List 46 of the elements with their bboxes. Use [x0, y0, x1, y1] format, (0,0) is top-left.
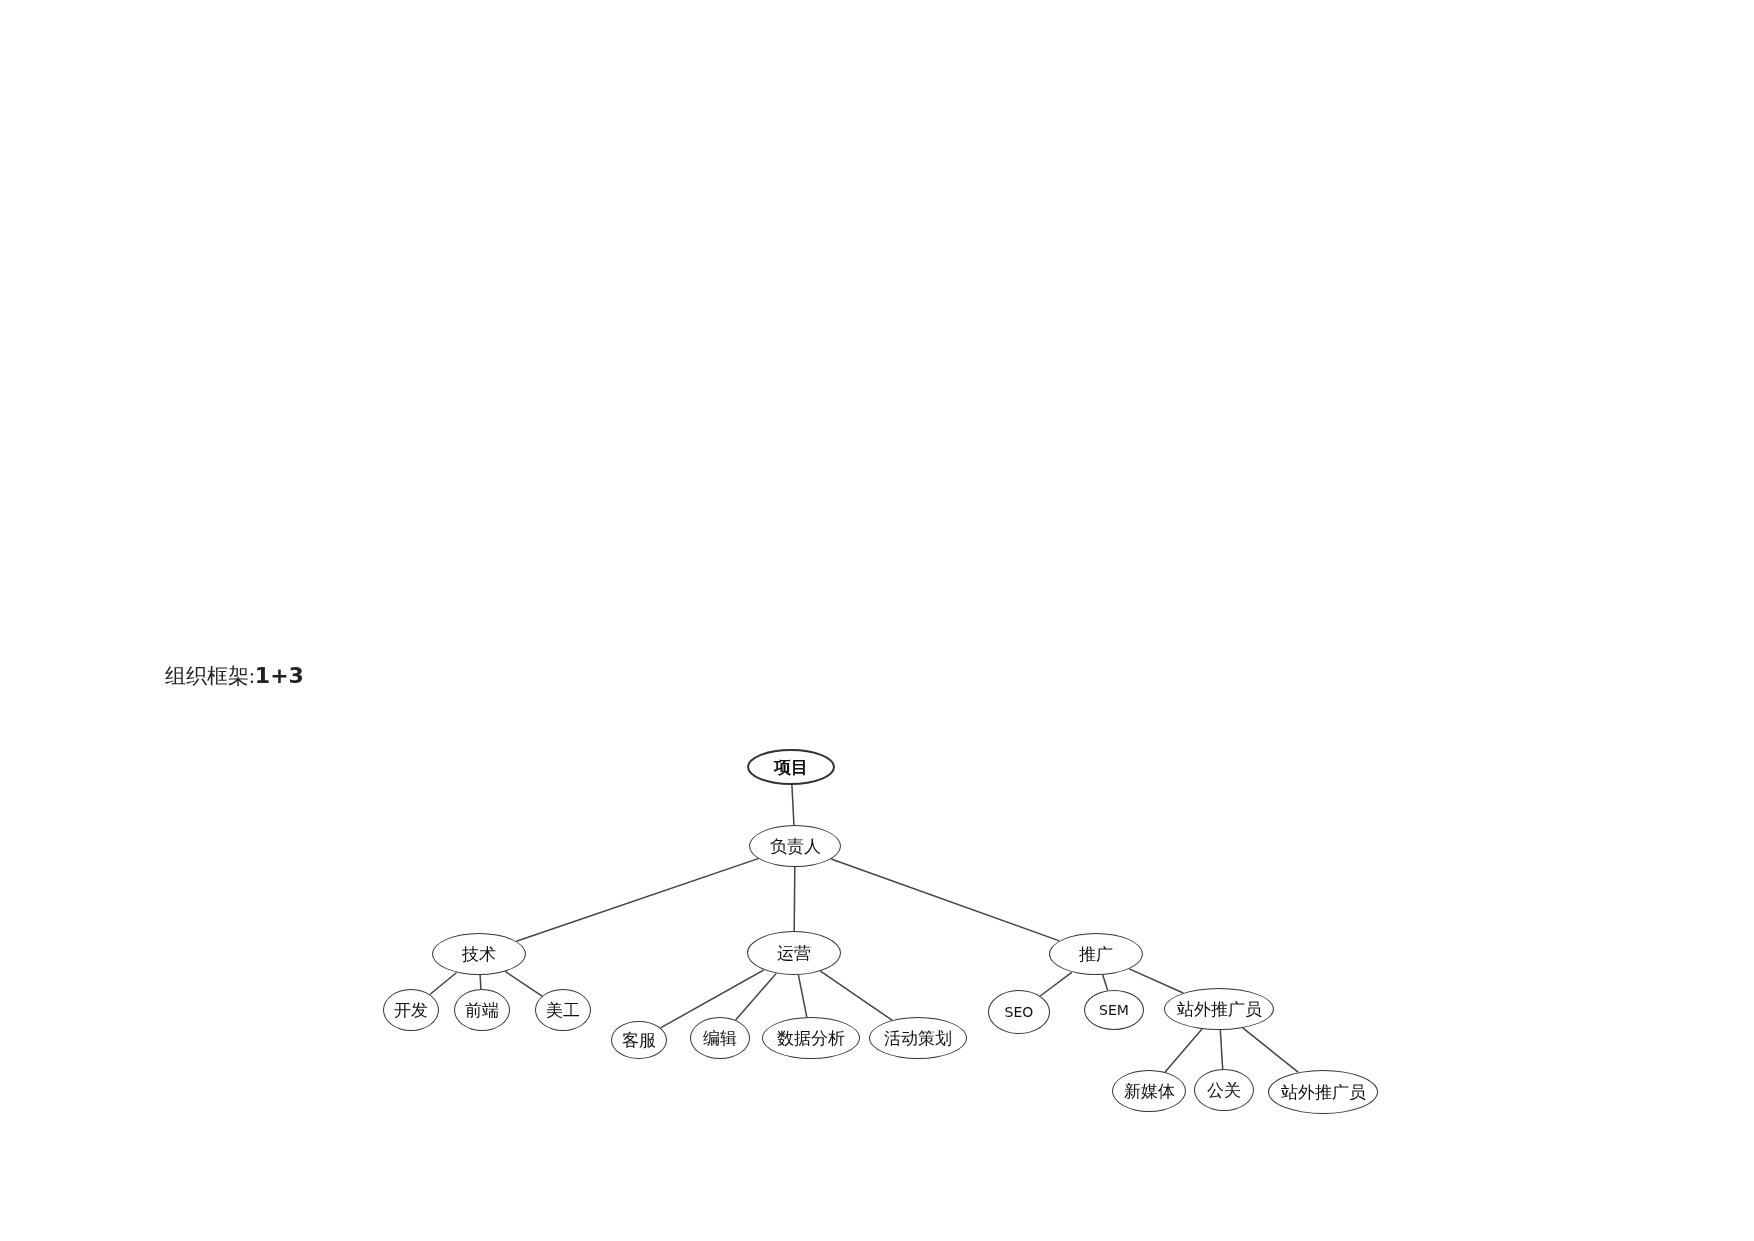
connector-line — [791, 784, 795, 826]
node-label: 运营 — [777, 941, 811, 965]
node-label: 编辑 — [703, 1026, 737, 1050]
node-label: 美工 — [546, 998, 580, 1022]
connector-line — [659, 969, 765, 1029]
connector-line — [1164, 1028, 1203, 1073]
ellipse-node — [988, 990, 1050, 1034]
connector-line — [797, 974, 808, 1018]
ellipse-node — [749, 825, 841, 867]
connector-line — [819, 970, 893, 1021]
connector-line — [1101, 974, 1109, 992]
node-label: 推广 — [1079, 942, 1113, 966]
node-label: SEO — [1004, 1004, 1034, 1020]
connector-line — [515, 857, 759, 942]
ellipse-node — [454, 989, 510, 1031]
connector-line — [1039, 971, 1073, 997]
node-label: 开发 — [394, 998, 428, 1022]
node-label: 负责人 — [769, 834, 821, 858]
ellipse-node — [1049, 933, 1143, 975]
connector-line — [1242, 1027, 1300, 1074]
node-label: SEM — [1099, 1002, 1129, 1018]
ellipse-node — [432, 933, 526, 975]
node-label: 客服 — [622, 1028, 656, 1052]
connector-line — [429, 971, 458, 996]
ellipse-node — [383, 989, 439, 1031]
ellipse-node — [1194, 1069, 1254, 1111]
node-label: 项目 — [774, 755, 808, 779]
node-label: 站外推广员 — [1280, 1080, 1366, 1104]
node-label: 公关 — [1207, 1078, 1241, 1102]
connector-line — [793, 866, 796, 932]
node-label: 数据分析 — [777, 1026, 845, 1050]
ellipse-node — [535, 989, 591, 1031]
connector-line — [1128, 968, 1185, 994]
connector-line — [504, 970, 543, 997]
connector-line — [830, 858, 1061, 942]
connector-line — [1219, 1029, 1224, 1070]
ellipse-node — [690, 1017, 750, 1059]
node-label: 前端 — [465, 998, 499, 1022]
node-label: 新媒体 — [1123, 1079, 1175, 1103]
ellipse-node — [1084, 990, 1144, 1030]
diagram-title: 组织框架:1+3 — [165, 662, 304, 690]
node-label: 技术 — [462, 942, 496, 966]
node-label: 站外推广员 — [1176, 997, 1262, 1021]
node-label: 活动策划 — [884, 1026, 952, 1050]
connector-line — [479, 974, 482, 990]
ellipse-node — [611, 1021, 667, 1059]
